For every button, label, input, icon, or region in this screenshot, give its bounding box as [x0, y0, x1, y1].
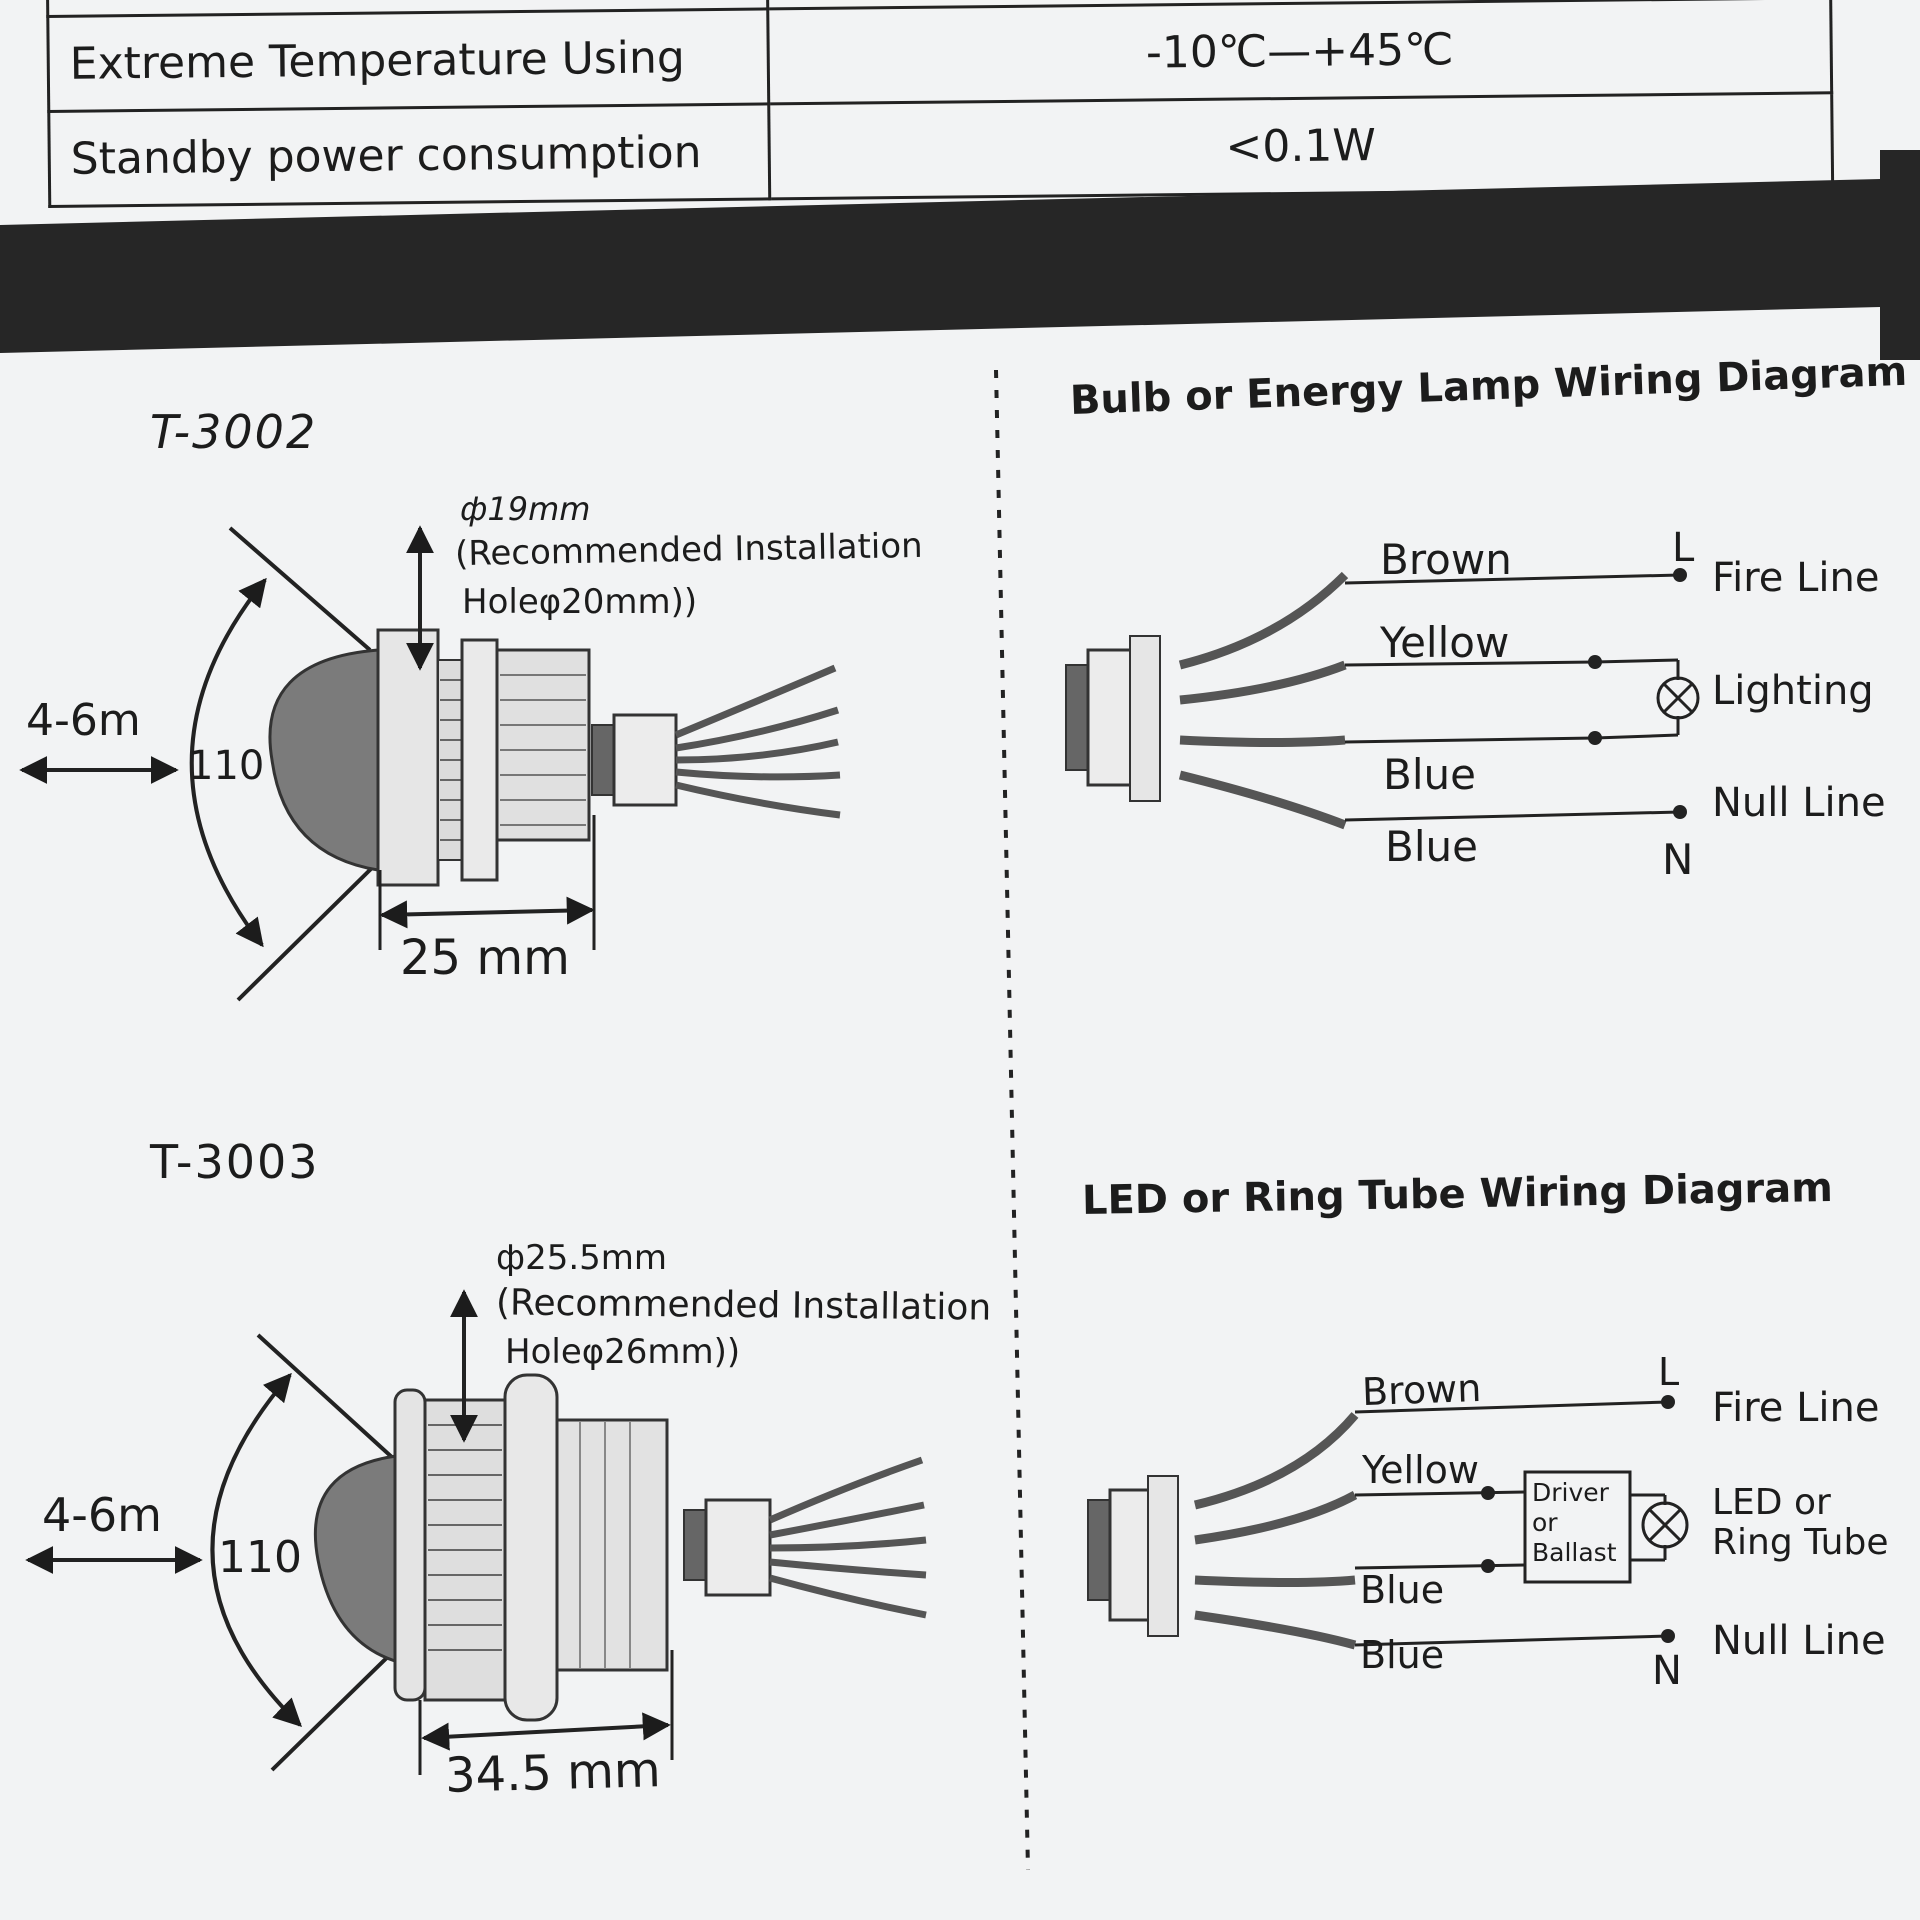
led-load-label: Ring Tube — [1712, 1522, 1889, 1563]
led-wire-brown-label: Brown — [1361, 1365, 1483, 1415]
bulb-wire-blue-label: Blue — [1385, 822, 1478, 871]
t3002-sensor-drawing — [19, 525, 841, 1002]
t3002-angle-label: 110 — [188, 743, 265, 789]
led-wire-blue-label: Blue — [1360, 1568, 1445, 1612]
led-wire-blue-label: Blue — [1360, 1633, 1445, 1677]
bulb-wire-yellow-label: Yellow — [1380, 618, 1510, 667]
bulb-wire-blue-label: Blue — [1383, 750, 1476, 799]
t3003-recommend-line2: Holeφ26mm)) — [505, 1332, 741, 1372]
section-divider-band — [1880, 150, 1920, 360]
led-driver-label: or — [1532, 1508, 1558, 1537]
led-fire-line-label: Fire Line — [1712, 1385, 1880, 1431]
t3003-model-label: T-3003 — [150, 1135, 320, 1189]
t3002-recommend-line1: (Recommended Installation — [454, 525, 924, 575]
t3003-diameter-label: ф25.5mm — [496, 1238, 668, 1278]
t3003-range-label: 4-6m — [42, 1488, 162, 1542]
t3003-angle-label: 110 — [218, 1532, 302, 1583]
t3002-range-label: 4-6m — [26, 695, 141, 746]
led-driver-label: Driver — [1532, 1478, 1609, 1507]
led-load-label: LED or — [1712, 1482, 1831, 1523]
bulb-terminal-n: N — [1662, 835, 1694, 884]
led-terminal-n: N — [1652, 1648, 1682, 1694]
bulb-fire-line-label: Fire Line — [1712, 555, 1880, 601]
t3003-recommend-line1: (Recommended Installation — [495, 1282, 992, 1329]
t3003-length-label: 34.5 mm — [444, 1742, 662, 1804]
led-null-line-label: Null Line — [1712, 1618, 1886, 1664]
led-terminal-l: L — [1658, 1350, 1680, 1394]
t3003-sensor-drawing — [25, 1289, 927, 1775]
led-wiring-drawing — [1087, 1395, 1689, 1650]
t3002-recommend-line2: Holeφ20mm)) — [462, 582, 698, 622]
t3002-length-label: 25 mm — [400, 930, 570, 986]
t3002-diameter-label: ф19mm — [460, 490, 591, 528]
bulb-null-line-label: Null Line — [1712, 780, 1886, 826]
bulb-lighting-label: Lighting — [1712, 668, 1874, 714]
led-driver-label: Ballast — [1532, 1538, 1617, 1567]
bulb-terminal-l: L — [1672, 525, 1695, 571]
t3002-model-label: T-3002 — [150, 405, 318, 459]
bulb-wiring-drawing — [1065, 568, 1700, 830]
dotted-divider — [994, 369, 1030, 1871]
bulb-wire-brown-label: Brown — [1380, 535, 1512, 584]
led-wire-yellow-label: Yellow — [1362, 1448, 1479, 1492]
